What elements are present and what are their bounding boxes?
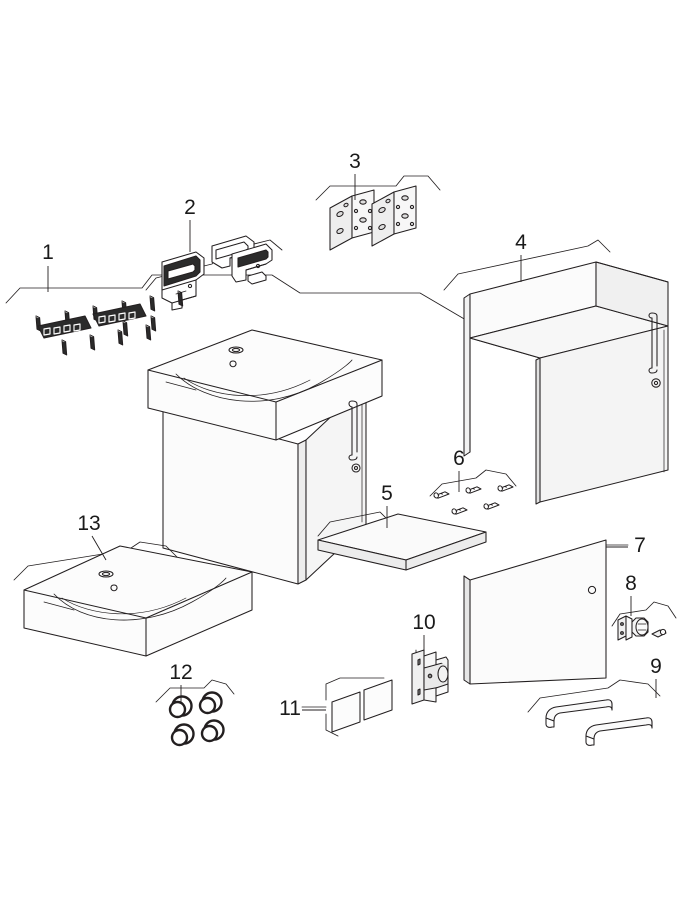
part-7-front-panel xyxy=(463,539,629,685)
part-4-cabinet-body xyxy=(443,239,669,505)
part-3-angle-brackets xyxy=(315,175,441,251)
callout-8: 8 xyxy=(625,572,637,595)
angle-bracket-right xyxy=(371,185,417,247)
part-8-cam-lock-fitting xyxy=(611,601,677,641)
leader-13 xyxy=(91,535,107,561)
part-6-dowel-pins xyxy=(429,469,517,516)
callout-5: 5 xyxy=(381,482,393,505)
leader-lines xyxy=(47,174,657,711)
part-1-mounting-rails-and-screws xyxy=(5,274,467,357)
callout-4: 4 xyxy=(515,231,527,254)
part-13-washbasin xyxy=(13,541,253,657)
assembled-cabinet-handle xyxy=(348,400,361,473)
callout-9: 9 xyxy=(650,655,662,678)
callout-13: 13 xyxy=(77,512,100,535)
rail-left xyxy=(37,315,92,339)
runner-bracket-left xyxy=(161,251,205,311)
part-12-seal-rings xyxy=(155,679,235,747)
bar-handle-lower xyxy=(585,717,653,746)
callout-10: 10 xyxy=(412,611,435,634)
callout-1: 1 xyxy=(42,241,54,264)
cabinet-handle xyxy=(648,312,661,388)
part-2-drawer-runner-brackets xyxy=(145,235,283,311)
part-11-buffer-pads xyxy=(301,677,393,737)
callout-2: 2 xyxy=(184,196,196,219)
callout-6: 6 xyxy=(453,447,465,470)
callout-7: 7 xyxy=(634,534,646,557)
part-9-bar-handles xyxy=(527,679,661,746)
callout-11: 11 xyxy=(279,697,301,720)
runner-bracket-right xyxy=(211,235,273,285)
callout-3: 3 xyxy=(349,150,361,173)
bar-handle-upper xyxy=(545,699,613,728)
callout-labels: 1 2 3 4 5 6 7 8 9 10 11 12 13 xyxy=(42,150,662,720)
angle-bracket-left xyxy=(329,189,375,251)
part-5-shelf-panel xyxy=(317,511,487,571)
rail-right xyxy=(92,303,147,327)
part-10-concealed-hinge xyxy=(411,649,449,705)
callout-12: 12 xyxy=(169,661,192,684)
